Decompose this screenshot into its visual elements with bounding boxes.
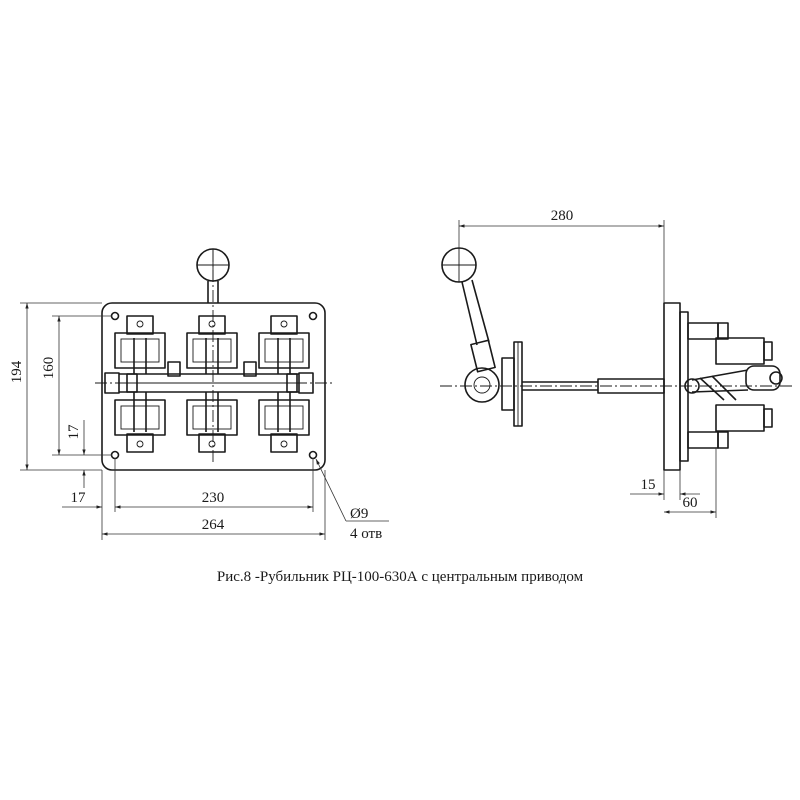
dim-hole-offset-y-label: 17 [66, 424, 82, 440]
contact-lower-3 [258, 399, 310, 453]
contact-upper-1 [114, 315, 166, 369]
dim-width-total-label: 264 [202, 517, 225, 533]
handle-lever [461, 279, 496, 373]
base-plate [101, 302, 326, 471]
drive-hub [464, 341, 523, 427]
dim-hole-offset-x-label: 17 [71, 490, 87, 506]
dim-hole-spacing-x-label: 230 [202, 490, 225, 506]
dimension-hole-spacing-y: 160 [41, 315, 112, 456]
dim-hole-spacing-y-label: 160 [41, 357, 57, 380]
front-view: 264 230 17 194 160 [9, 248, 389, 542]
dimension-depth: 60 [664, 448, 717, 518]
linkage-mechanism [684, 365, 783, 401]
dimension-width-total: 264 [101, 470, 326, 540]
dimension-hole-spacing-x: 230 [114, 458, 314, 512]
traverse-shaft [104, 361, 314, 394]
dim-base-thickness-label: 15 [641, 477, 656, 493]
dimension-hole-offset-y: 17 [66, 420, 86, 488]
dimension-handle-reach: 280 [458, 208, 665, 303]
dimension-height-total: 194 [9, 302, 102, 471]
dim-handle-reach-label: 280 [551, 208, 574, 224]
base-plate-side [663, 302, 689, 471]
handle-knob-side [441, 247, 477, 283]
contact-lower-1 [114, 399, 166, 453]
contacts-side [687, 322, 773, 449]
upper-contacts [114, 315, 310, 369]
hole-callout: Ø9 4 отв [315, 458, 389, 542]
figure-caption: Рис.8 -Рубильник РЦ-100-630А с центральн… [216, 569, 584, 585]
contact-lower-2 [186, 399, 238, 453]
lower-contacts [114, 399, 310, 453]
dimension-base-thickness: 15 [630, 470, 700, 500]
contact-upper-2 [186, 315, 238, 369]
dim-height-total-label: 194 [9, 360, 25, 383]
hole-count-label: 4 отв [350, 526, 382, 542]
hole-diameter-label: Ø9 [350, 506, 368, 522]
dimension-hole-offset-x: 17 [62, 490, 102, 509]
dim-depth-label: 60 [683, 495, 698, 511]
contact-upper-3 [258, 315, 310, 369]
front-center-lines [95, 250, 332, 462]
side-view: 280 15 60 [440, 208, 795, 518]
